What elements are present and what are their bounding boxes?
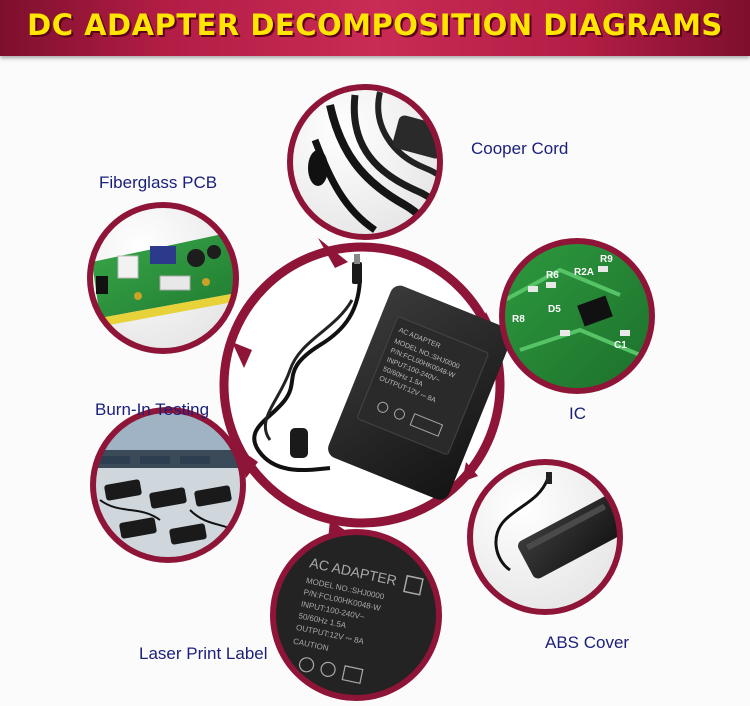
adapter-icon: AC ADAPTER MODEL NO.:SHJ0000 P/N:FCL00HK… xyxy=(252,254,512,500)
label-icon: AC ADAPTER MODEL NO.:SHJ0000 P/N:FCL00HK… xyxy=(273,532,439,698)
pcb-marking-r9: R9 xyxy=(600,254,613,265)
label-fiberglass-pcb: Fiberglass PCB xyxy=(99,173,218,192)
chip-icon: R9 R2A R6 R8 D5 C1 xyxy=(502,241,652,391)
label-burn-in-testing: Burn-In Testing xyxy=(95,400,210,419)
pcb-marking-d5: D5 xyxy=(548,304,561,315)
burn-in-testing-bubble xyxy=(90,407,246,563)
label-ic: IC xyxy=(569,404,586,423)
ic-bubble: R9 R2A R6 R8 D5 C1 xyxy=(499,238,655,394)
label-laser-print-label: Laser Print Label xyxy=(139,644,268,663)
pcb-marking-r2a: R2A xyxy=(574,267,594,278)
label-cooper-cord: Cooper Cord xyxy=(471,139,569,158)
title-banner: DC ADAPTER DECOMPOSITION DIAGRAMS xyxy=(0,0,750,56)
banner-title: DC ADAPTER DECOMPOSITION DIAGRAMS xyxy=(27,8,723,42)
pcb-icon xyxy=(92,232,236,326)
adapter-icon xyxy=(494,472,620,579)
fiberglass-pcb-bubble xyxy=(87,202,239,354)
abs-cover-bubble xyxy=(467,459,623,615)
cooper-cord-bubble xyxy=(287,84,443,240)
pcb-marking-r8: R8 xyxy=(512,314,525,325)
label-abs-cover: ABS Cover xyxy=(545,633,630,652)
laser-print-label-bubble: AC ADAPTER MODEL NO.:SHJ0000 P/N:FCL00HK… xyxy=(270,529,442,701)
pcb-marking-c1: C1 xyxy=(614,340,627,351)
pcb-marking-r6: R6 xyxy=(546,270,559,281)
